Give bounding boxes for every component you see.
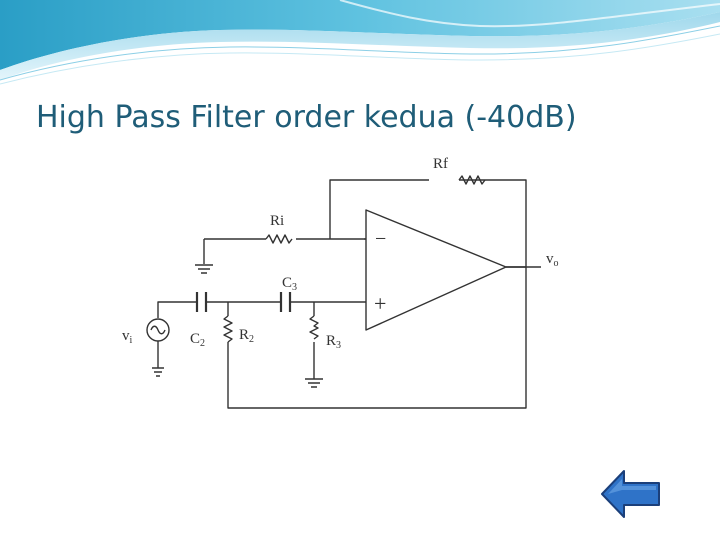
label-r2: R2 bbox=[239, 327, 254, 345]
slide-title: High Pass Filter order kedua (-40dB) bbox=[36, 100, 577, 135]
opamp-noninverting-sign: + bbox=[374, 291, 386, 316]
ri-resistor bbox=[265, 234, 293, 244]
circuit-diagram: Rf Ri C3 C2 R2 R3 vi vo − + bbox=[96, 146, 598, 444]
label-vo: vo bbox=[546, 251, 559, 269]
label-c2: C2 bbox=[190, 331, 205, 349]
left-arrow-icon[interactable] bbox=[601, 470, 660, 518]
ground-r3-icon bbox=[305, 378, 323, 388]
label-rf: Rf bbox=[433, 156, 448, 172]
wire-feedback-left bbox=[329, 179, 429, 239]
ac-source-wave-icon bbox=[150, 325, 166, 335]
label-ri: Ri bbox=[270, 213, 284, 229]
opamp-triangle bbox=[365, 209, 507, 331]
r2-resistor bbox=[223, 315, 233, 343]
header-wave-decoration bbox=[0, 0, 720, 85]
opamp-inverting-sign: − bbox=[375, 228, 386, 250]
wire-source-top bbox=[157, 301, 196, 318]
label-vi: vi bbox=[122, 328, 133, 346]
r3-resistor bbox=[309, 315, 319, 340]
label-c3: C3 bbox=[282, 275, 297, 293]
label-r3: R3 bbox=[326, 333, 341, 351]
rf-resistor bbox=[458, 175, 486, 185]
ground-ri-icon bbox=[195, 264, 213, 274]
circuit-schematic: Rf Ri C3 C2 R2 R3 vi vo − + bbox=[122, 156, 559, 409]
wire-r2-bottom bbox=[227, 267, 527, 409]
back-nav-button[interactable] bbox=[600, 468, 662, 520]
ground-source-icon bbox=[152, 367, 164, 377]
